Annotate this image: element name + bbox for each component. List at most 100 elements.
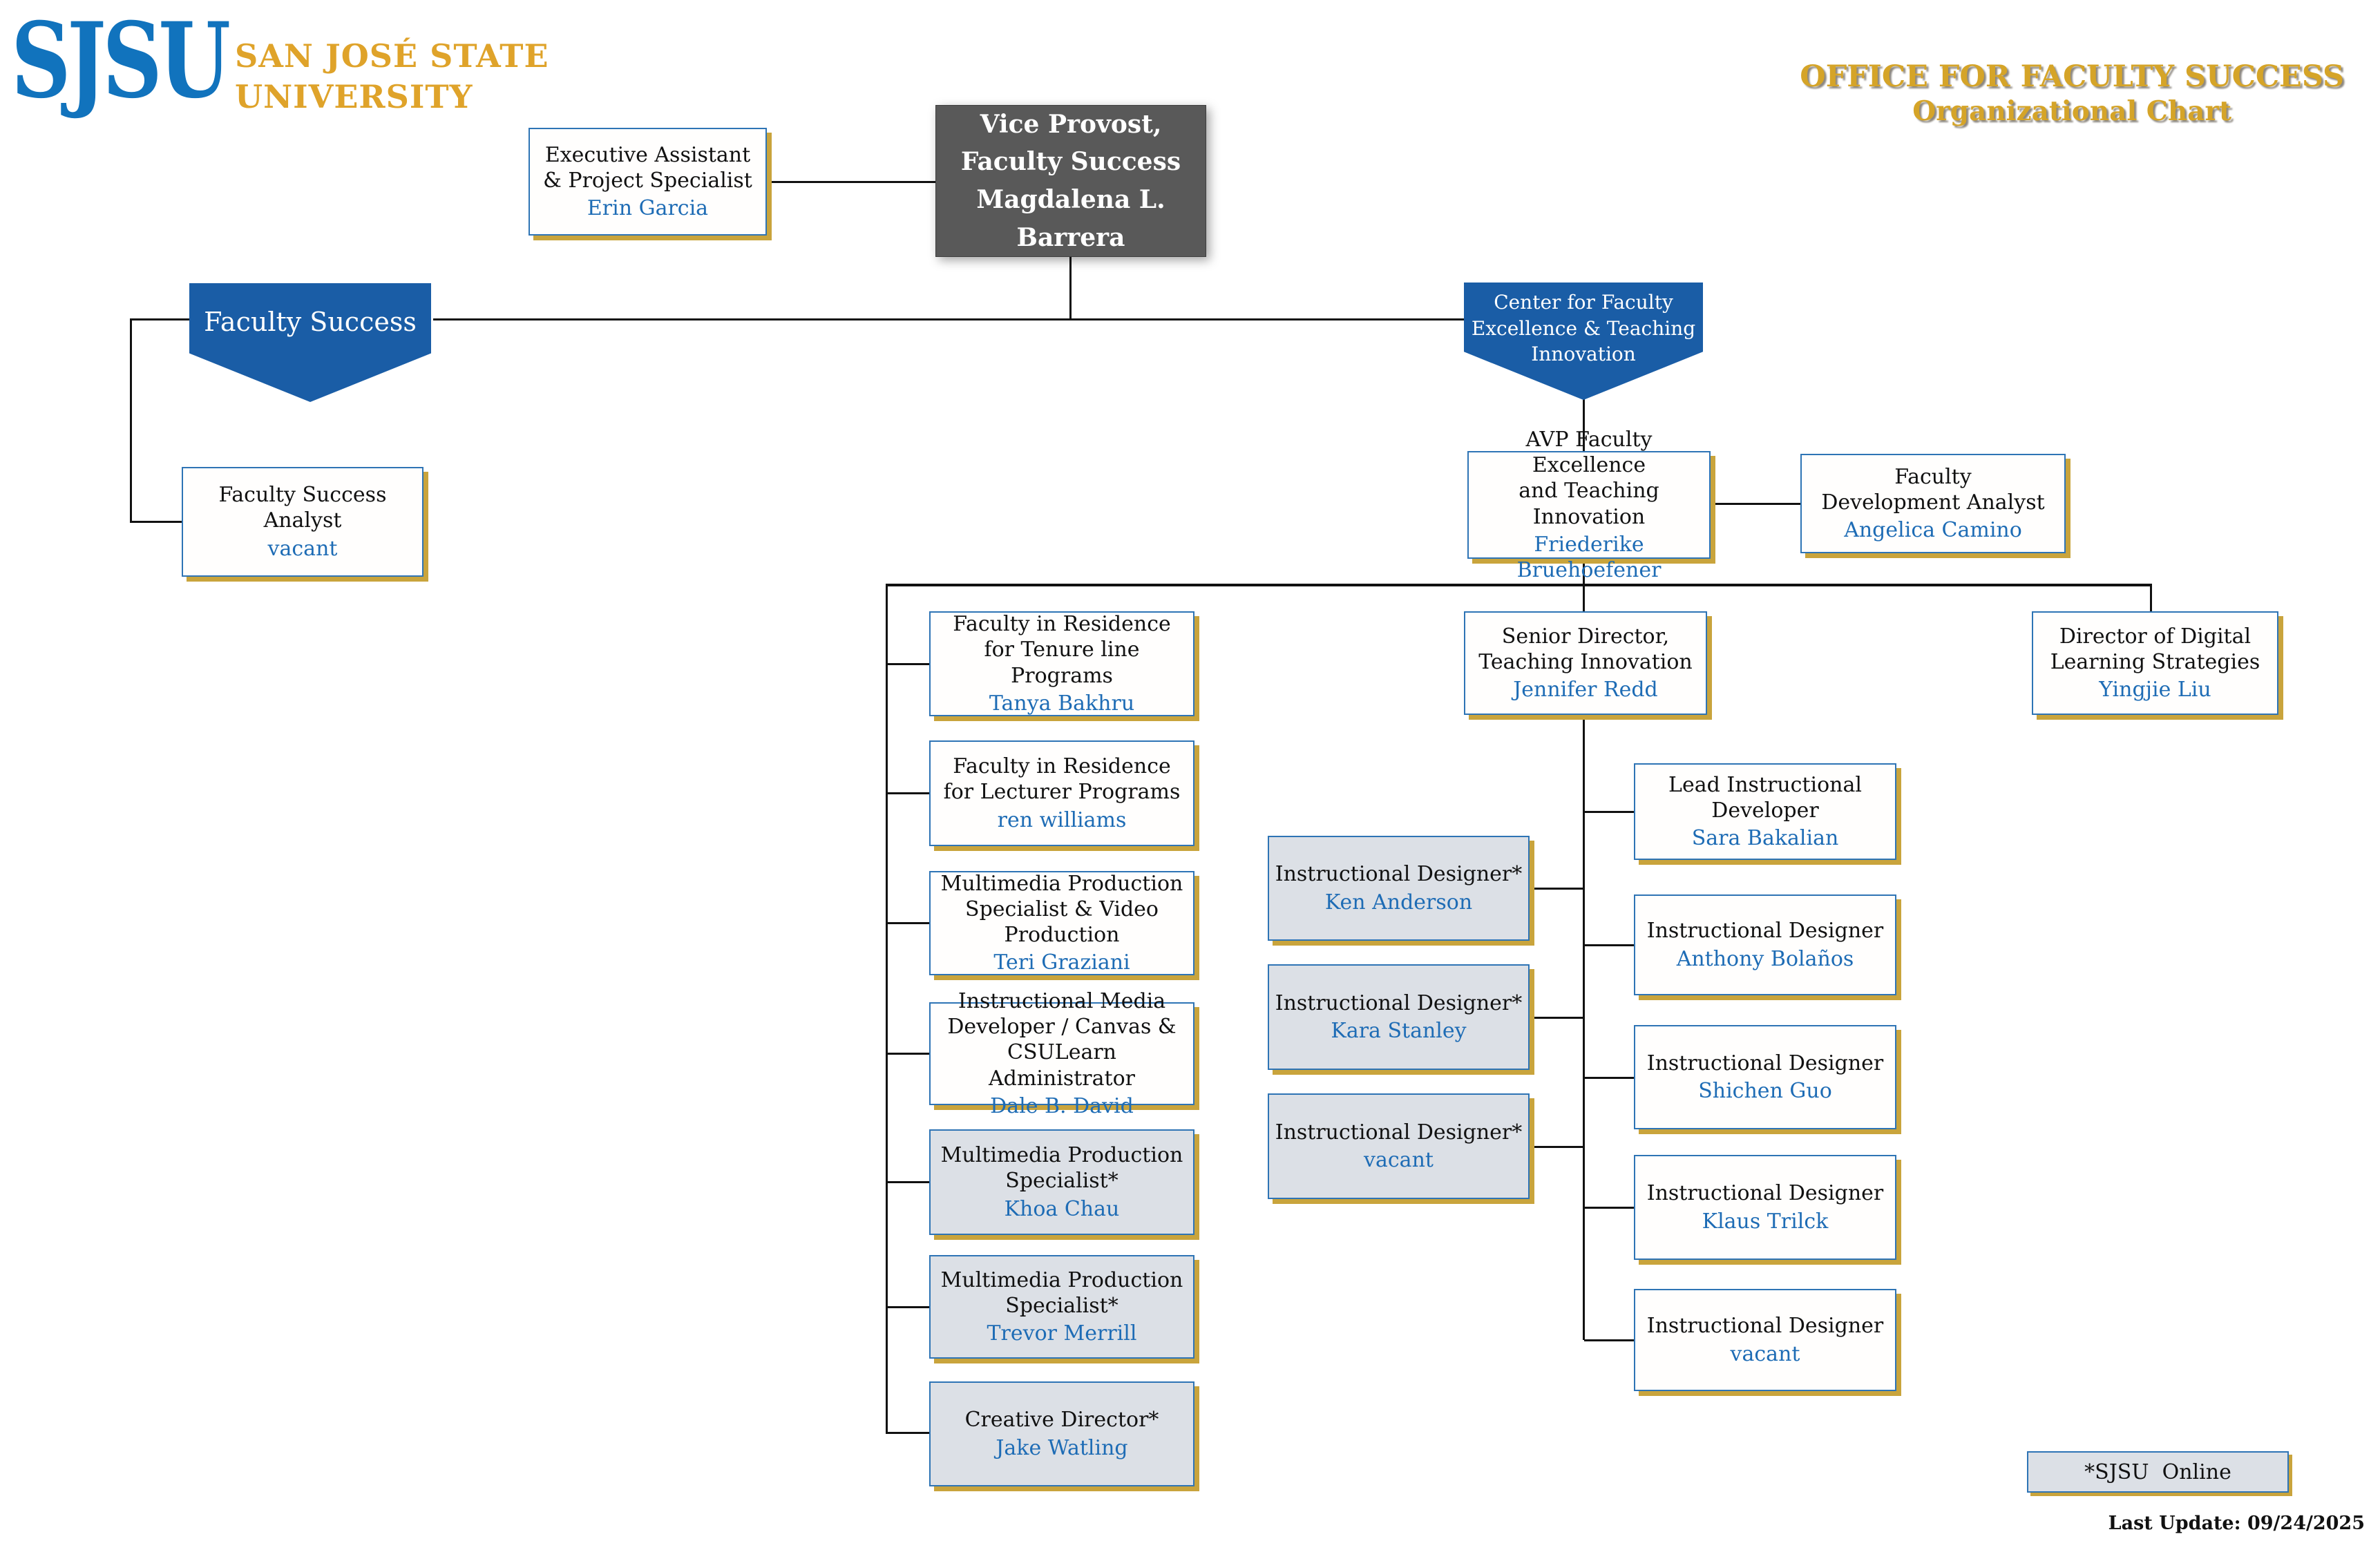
node-creative-director: Creative Director* Jake Watling [929, 1381, 1194, 1486]
node-person-name: vacant [1364, 1148, 1434, 1172]
connector-line [887, 1181, 930, 1183]
connector-line [887, 663, 930, 665]
node-multimedia-specialist-khoa: Multimedia Production Specialist* Khoa C… [929, 1129, 1194, 1235]
connector-line [887, 922, 930, 924]
connector-line [887, 792, 930, 794]
node-person-name: Kara Stanley [1331, 1019, 1467, 1043]
node-title: Instructional Designer [1646, 919, 1884, 944]
sjsu-logo: SJSU [11, 0, 231, 122]
sjsu-logo-wordmark: SAN JOSÉ STATE UNIVERSITY [235, 37, 549, 115]
node-title: Instructional Designer [1646, 1051, 1884, 1075]
node-title: Faculty Development Analyst [1821, 464, 2045, 515]
node-title: Vice Provost, Faculty Success [960, 109, 1181, 177]
legend-sjsu-online: *SJSU Online [2027, 1451, 2289, 1493]
node-title: Faculty in Residence for Tenure line Pro… [953, 612, 1171, 688]
connector-line [130, 521, 184, 523]
node-person-name: Dale B. David [990, 1093, 1134, 1118]
node-instructional-designer-ken: Instructional Designer* Ken Anderson [1268, 836, 1530, 941]
node-instructional-designer-vacant-sjsu-online: Instructional Designer* vacant [1268, 1093, 1530, 1199]
node-title: Instructional Designer* [1275, 1120, 1523, 1145]
node-title: Lead Instructional Developer [1668, 772, 1862, 823]
connector-line [1584, 1339, 1634, 1341]
connector-line [1528, 1017, 1585, 1019]
banner-label: Faculty Success [204, 307, 417, 337]
node-title: Creative Director* [964, 1408, 1159, 1433]
connector-line [1583, 715, 1585, 1340]
node-director-digital-learning: Director of Digital Learning Strategies … [2032, 611, 2278, 715]
node-title: Multimedia Production Specialist* [940, 1267, 1183, 1318]
node-person-name: Anthony Bolaños [1676, 946, 1854, 971]
node-person-name: Magdalena L. Barrera [976, 185, 1165, 252]
banner-faculty-success: Faculty Success [189, 283, 431, 402]
node-person-name: Sara Bakalian [1691, 826, 1839, 851]
connector-line [1584, 1077, 1634, 1079]
node-avp-faculty-excellence: AVP Faculty Excellence and Teaching Inno… [1467, 428, 1711, 582]
connector-line [1069, 257, 1072, 320]
node-person-name: Teri Graziani [993, 950, 1130, 975]
connector-line [887, 1432, 930, 1434]
chart-title-line2: Organizational Chart [1912, 95, 2232, 127]
node-multimedia-specialist-trevor: Multimedia Production Specialist* Trevor… [929, 1255, 1194, 1359]
node-person-name: Angelica Camino [1844, 518, 2022, 543]
connector-line [130, 318, 191, 320]
node-title: Instructional Designer [1646, 1314, 1884, 1339]
node-instructional-designer-klaus: Instructional Designer Klaus Trilck [1634, 1155, 1896, 1260]
chart-title: OFFICE FOR FACULTY SUCCESS Organizationa… [1800, 59, 2344, 127]
chart-title-line1: OFFICE FOR FACULTY SUCCESS [1800, 59, 2344, 94]
node-vice-provost: Vice Provost, Faculty Success Magdalena … [935, 105, 1206, 257]
node-title: Multimedia Production Specialist* [940, 1143, 1183, 1194]
node-title: Faculty Success Analyst [218, 483, 387, 533]
connector-line [886, 584, 888, 1434]
node-person-name: vacant [1730, 1341, 1800, 1366]
node-executive-assistant: Executive Assistant & Project Specialist… [529, 128, 767, 236]
node-title: Instructional Designer* [1275, 990, 1523, 1015]
connector-line [1528, 888, 1585, 890]
connector-line [887, 1306, 930, 1308]
node-title: Instructional Designer* [1275, 862, 1523, 887]
node-person-name: Jennifer Redd [1513, 678, 1658, 702]
node-faculty-development-analyst: Faculty Development Analyst Angelica Cam… [1800, 454, 2066, 553]
node-person-name: Yingjie Liu [2099, 678, 2211, 702]
node-person-name: Shichen Guo [1698, 1079, 1832, 1103]
node-instructional-designer-kara: Instructional Designer* Kara Stanley [1268, 964, 1530, 1070]
connector-line [1584, 944, 1634, 946]
last-update-text: Last Update: 09/24/2025 [2108, 1513, 2365, 1534]
connector-line [1711, 503, 1802, 505]
connector-line [2150, 584, 2152, 615]
connector-line [130, 318, 132, 523]
connector-line [1584, 811, 1634, 813]
node-instructional-designer-shichen: Instructional Designer Shichen Guo [1634, 1025, 1896, 1129]
banner-label: Center for Faculty Excellence & Teaching… [1471, 291, 1696, 366]
connector-line [433, 318, 1466, 320]
node-title: Senior Director, Teaching Innovation [1478, 624, 1693, 674]
node-multimedia-video-production: Multimedia Production Specialist & Video… [929, 871, 1194, 975]
node-person-name: Klaus Trilck [1702, 1209, 1829, 1234]
node-lead-instructional-developer: Lead Instructional Developer Sara Bakali… [1634, 763, 1896, 860]
node-person-name: Tanya Bakhru [989, 691, 1135, 716]
node-person-name: Erin Garcia [587, 196, 709, 221]
node-person-name: ren williams [997, 807, 1127, 832]
node-fir-lecturer: Faculty in Residence for Lecturer Progra… [929, 740, 1194, 846]
node-senior-director-teaching-innovation: Senior Director, Teaching Innovation Jen… [1464, 611, 1707, 715]
node-title: Faculty in Residence for Lecturer Progra… [943, 754, 1181, 805]
connector-line [1583, 391, 1585, 453]
node-title: AVP Faculty Excellence and Teaching Inno… [1519, 427, 1659, 529]
node-title: Director of Digital Learning Strategies [2050, 624, 2260, 674]
connector-line [769, 181, 938, 183]
node-title: Instructional Designer [1646, 1181, 1884, 1206]
connector-line [886, 584, 2151, 586]
node-person-name: Khoa Chau [1004, 1196, 1120, 1221]
node-title: Instructional Media Developer / Canvas &… [947, 989, 1177, 1091]
node-fir-tenure-line: Faculty in Residence for Tenure line Pro… [929, 611, 1194, 716]
node-instructional-designer-anthony: Instructional Designer Anthony Bolaños [1634, 894, 1896, 995]
connector-line [1584, 1207, 1634, 1209]
node-person-name: Friederike Bruehoefener [1516, 532, 1662, 582]
node-faculty-success-analyst: Faculty Success Analyst vacant [182, 467, 423, 577]
node-title: Multimedia Production Specialist & Video… [940, 871, 1183, 947]
connector-line [887, 1053, 930, 1055]
connector-line [1528, 1146, 1585, 1148]
node-instructional-designer-vacant: Instructional Designer vacant [1634, 1289, 1896, 1391]
node-title: Executive Assistant & Project Specialist [543, 142, 752, 193]
node-person-name: Ken Anderson [1324, 890, 1473, 915]
